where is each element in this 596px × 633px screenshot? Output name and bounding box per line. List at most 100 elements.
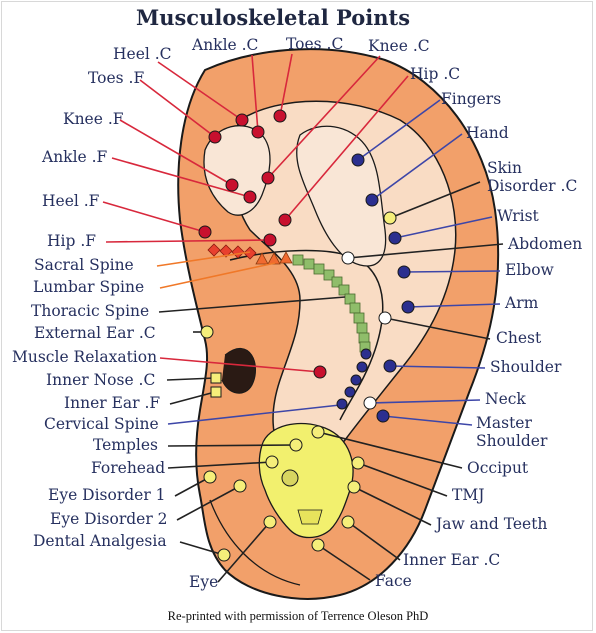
point-jaw-and-teeth [348, 481, 360, 493]
point-skin-disorder [384, 212, 396, 224]
label-muscle-relaxation: Muscle Relaxation [12, 348, 157, 366]
label-cervical-spine: Cervical Spine [44, 415, 159, 433]
thoracic-segment-1 [293, 255, 303, 265]
point-shoulder [384, 360, 396, 372]
point-heel-f [199, 226, 211, 238]
thoracic-segment-10 [357, 323, 367, 333]
label-occiput: Occiput [467, 459, 529, 477]
point-wrist [389, 232, 401, 244]
leader-line-elbow [404, 271, 500, 272]
tragus [222, 348, 256, 393]
label-master-shoulder-line2: Shoulder [476, 432, 548, 450]
credit-line: Re-printed with permission of Terrence O… [168, 609, 429, 623]
label-eye-disorder-1: Eye Disorder 1 [48, 486, 166, 504]
diagram-title: Musculoskeletal Points [136, 5, 410, 30]
point-eye [264, 516, 276, 528]
label-forehead: Forehead [91, 459, 165, 477]
point-neck [364, 397, 376, 409]
skull-jaw [298, 510, 322, 524]
point-cervical-2 [345, 387, 355, 397]
label-neck: Neck [485, 390, 526, 408]
label-fingers: Fingers [441, 90, 501, 108]
point-abdomen [342, 252, 354, 264]
point-hip-f [264, 234, 276, 246]
label-elbow: Elbow [505, 261, 555, 279]
label-inner-nose-c: Inner Nose .C [46, 371, 155, 389]
label-skin-disorder-line1: Skin [487, 159, 522, 177]
point-hand [366, 194, 378, 206]
label-skin-disorder-line2: Disorder .C [487, 177, 577, 195]
label-face: Face [375, 572, 412, 590]
point-cervical-3 [351, 375, 361, 385]
label-knee-c: Knee .C [368, 37, 430, 55]
label-heel-c: Heel .C [113, 45, 172, 63]
point-occiput [312, 426, 324, 438]
label-abdomen: Abdomen [507, 235, 582, 253]
point-toes-c [274, 110, 286, 122]
label-temples: Temples [93, 436, 158, 454]
point-cervical-1 [337, 399, 347, 409]
label-wrist: Wrist [497, 207, 540, 225]
label-toes-f: Toes .F [88, 69, 144, 87]
leader-line-temples [168, 445, 296, 446]
label-sacral-spine: Sacral Spine [34, 256, 134, 274]
point-cervical-5 [361, 349, 371, 359]
point-tmj [352, 457, 364, 469]
label-shoulder: Shoulder [490, 358, 562, 376]
label-master-shoulder-line1: Master [476, 414, 532, 432]
label-arm: Arm [504, 294, 539, 312]
label-dental-analgesia: Dental Analgesia [33, 532, 167, 550]
label-inner-ear-c: Inner Ear .C [403, 551, 500, 569]
point-face [312, 539, 324, 551]
point-elbow [398, 266, 410, 278]
point-toes-f [209, 131, 221, 143]
label-inner-ear-f: Inner Ear .F [64, 394, 160, 412]
thoracic-segment-8 [350, 303, 360, 313]
label-lumbar-spine: Lumbar Spine [33, 278, 144, 296]
label-knee-f: Knee .F [63, 110, 124, 128]
point-cervical-4 [357, 362, 367, 372]
point-external-ear [201, 326, 213, 338]
label-tmj: TMJ [452, 486, 484, 504]
label-heel-f: Heel .F [42, 192, 100, 210]
point-master-shoulder [377, 410, 389, 422]
point-ankle-f [244, 191, 256, 203]
label-eye-disorder-2: Eye Disorder 2 [50, 510, 168, 528]
point-knee-f [226, 179, 238, 191]
label-eye: Eye [189, 573, 218, 591]
label-external-ear-c: External Ear .C [34, 324, 156, 342]
label-hip-f: Hip .F [47, 232, 96, 250]
label-ankle-c: Ankle .C [191, 36, 258, 54]
point-forehead [266, 456, 278, 468]
point-inner-nose [211, 373, 221, 383]
thoracic-segment-11 [359, 333, 369, 343]
point-muscle-relaxation [314, 366, 326, 378]
point-arm [402, 301, 414, 313]
point-inner-ear-c [342, 516, 354, 528]
point-fingers [352, 154, 364, 166]
label-jaw-and-teeth: Jaw and Teeth [434, 515, 547, 533]
point-hip-c [279, 214, 291, 226]
point-eye-disorder-1 [204, 471, 216, 483]
label-hand: Hand [466, 124, 509, 142]
label-toes-c: Toes .C [286, 35, 343, 53]
label-chest: Chest [496, 329, 542, 347]
point-heel-c [236, 114, 248, 126]
point-knee-c [262, 172, 274, 184]
point-ankle-c [252, 126, 264, 138]
point-temples [290, 439, 302, 451]
label-hip-c: Hip .C [410, 65, 460, 83]
point-inner-ear-f [211, 387, 221, 397]
label-ankle-f: Ankle .F [41, 148, 108, 166]
point-eye-disorder-2 [234, 480, 246, 492]
thoracic-segment-9 [354, 313, 364, 323]
thoracic-segment-7 [345, 294, 355, 304]
thoracic-segment-3 [314, 264, 324, 274]
skull-eye-socket [282, 470, 298, 486]
thoracic-segment-2 [304, 259, 314, 269]
label-thoracic-spine: Thoracic Spine [31, 302, 149, 320]
point-chest [379, 312, 391, 324]
thoracic-segment-6 [339, 285, 349, 295]
